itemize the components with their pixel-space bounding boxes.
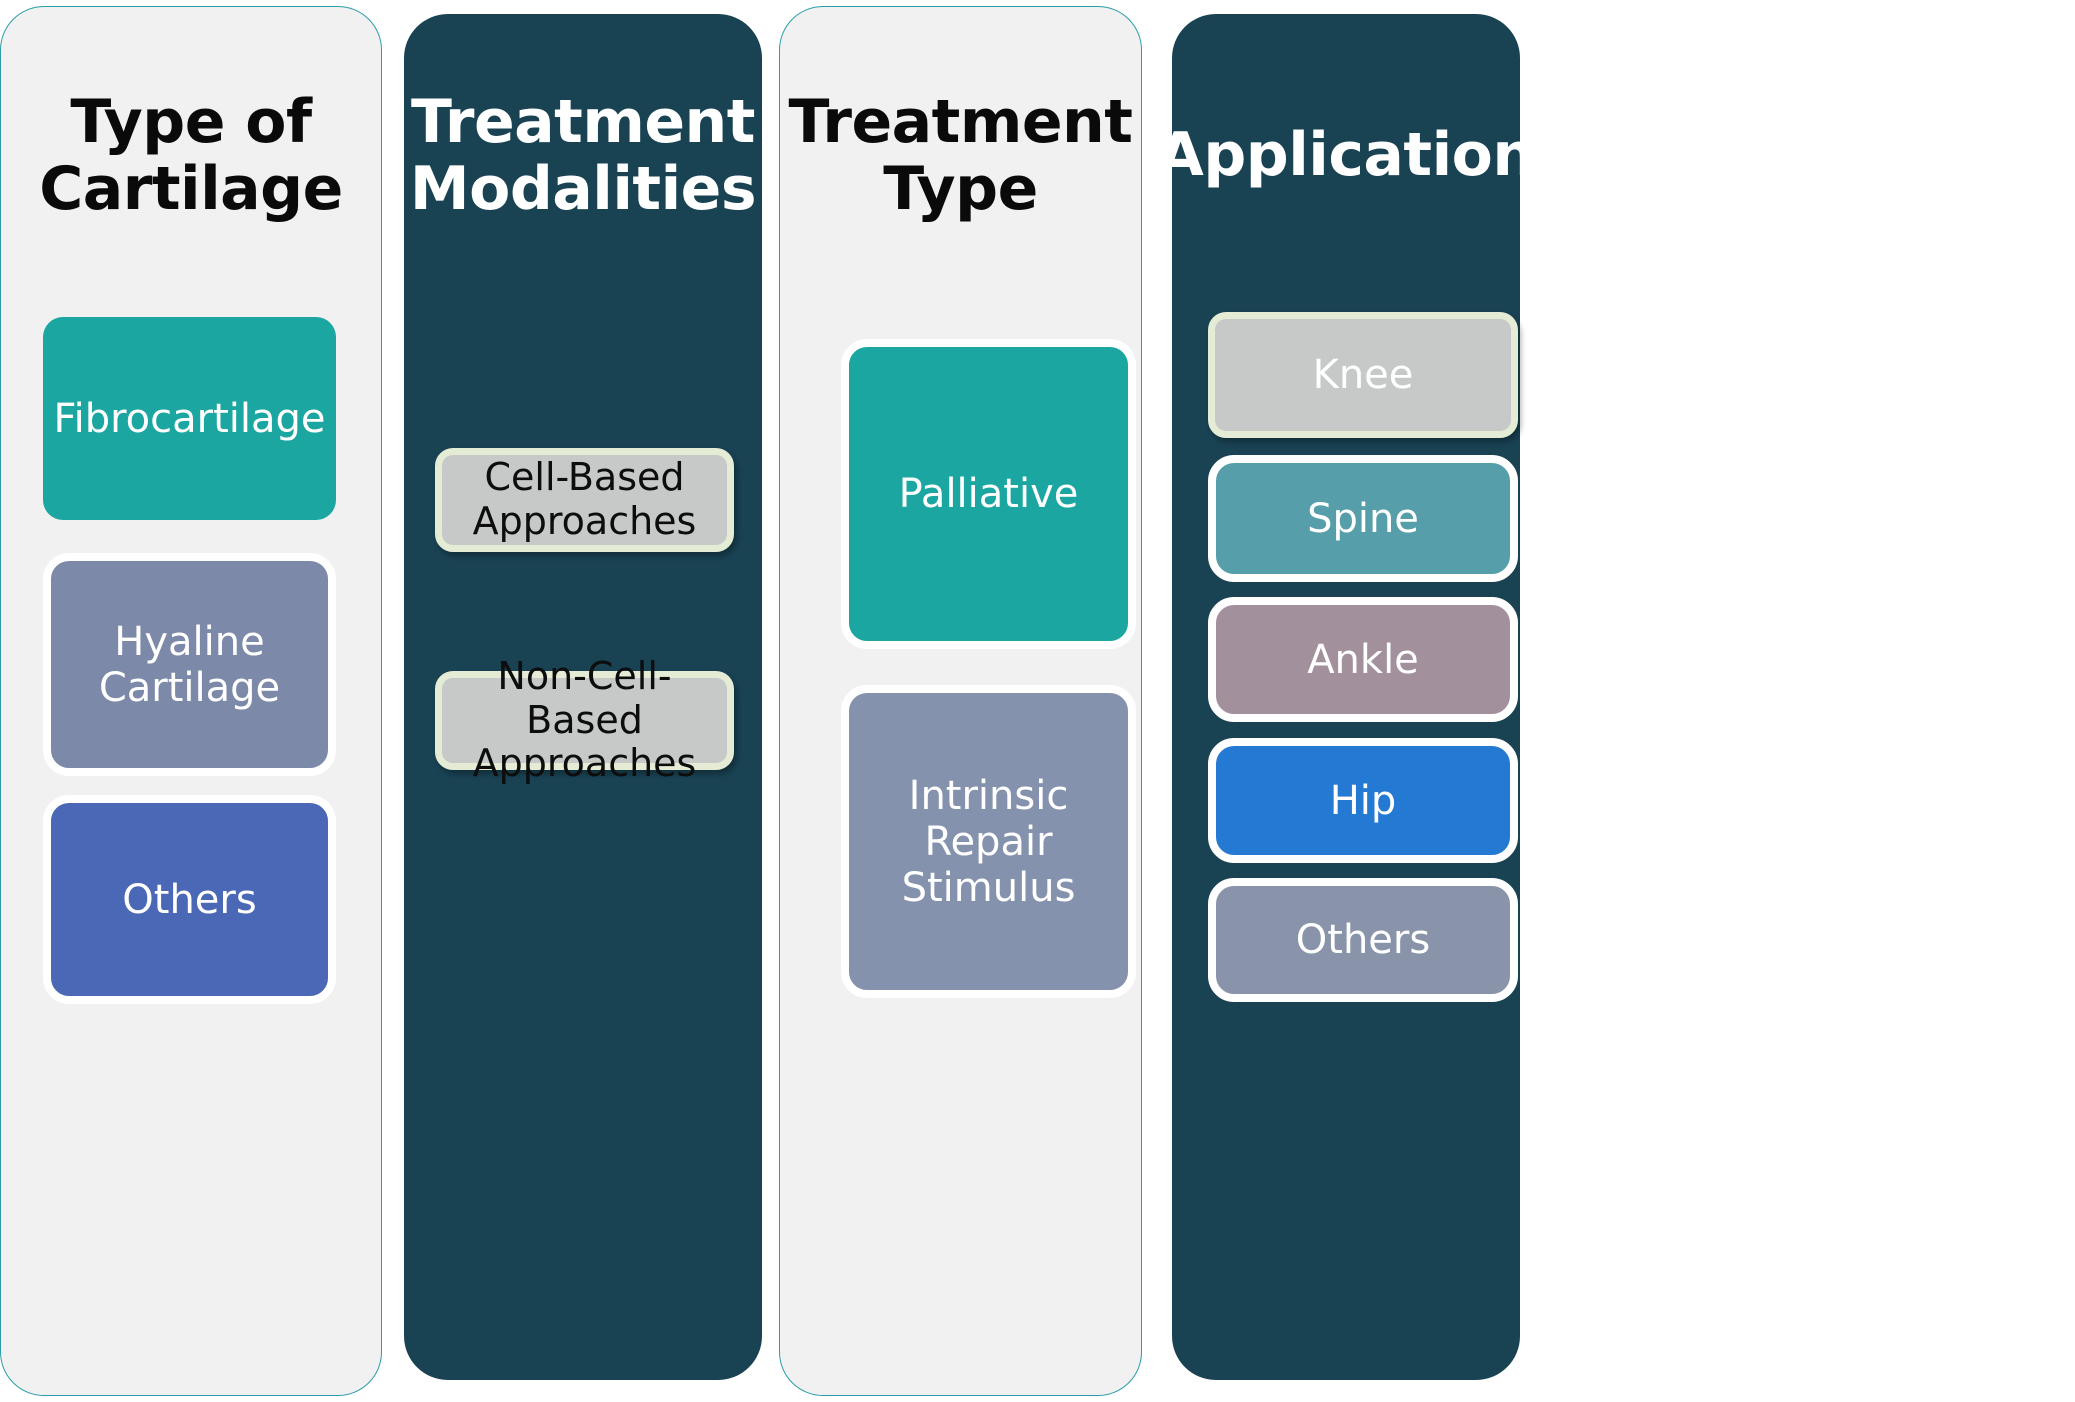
card-palliative[interactable]: Palliative (841, 339, 1136, 649)
card-knee[interactable]: Knee (1208, 312, 1518, 438)
card-cell-based-approaches[interactable]: Cell-Based Approaches (435, 448, 734, 552)
card-hyaline-cartilage[interactable]: Hyaline Cartilage (43, 553, 336, 776)
column-header-type-of-cartilage: Type of Cartilage (39, 87, 343, 225)
card-fibrocartilage[interactable]: Fibrocartilage (43, 317, 336, 520)
column-type-of-cartilage: Type of Cartilage Fibrocartilage Hyaline… (0, 0, 382, 1402)
card-spine[interactable]: Spine (1208, 455, 1518, 582)
card-others-cartilage[interactable]: Others (43, 795, 336, 1004)
column-header-treatment-type: Treatment Type (788, 87, 1133, 225)
card-others-application[interactable]: Others (1208, 878, 1518, 1002)
card-intrinsic-repair-stimulus[interactable]: Intrinsic Repair Stimulus (841, 685, 1136, 998)
column-application: Application Knee Spine Ankle Hip Others (1157, 0, 1535, 1402)
column-treatment-modalities: Treatment Modalities Cell-Based Approach… (404, 0, 762, 1402)
column-header-treatment-modalities: Treatment Modalities (409, 87, 757, 225)
card-ankle[interactable]: Ankle (1208, 597, 1518, 722)
column-header-application: Application (1157, 120, 1535, 190)
column-treatment-type: Treatment Type Palliative Intrinsic Repa… (779, 0, 1142, 1402)
card-hip[interactable]: Hip (1208, 738, 1518, 863)
